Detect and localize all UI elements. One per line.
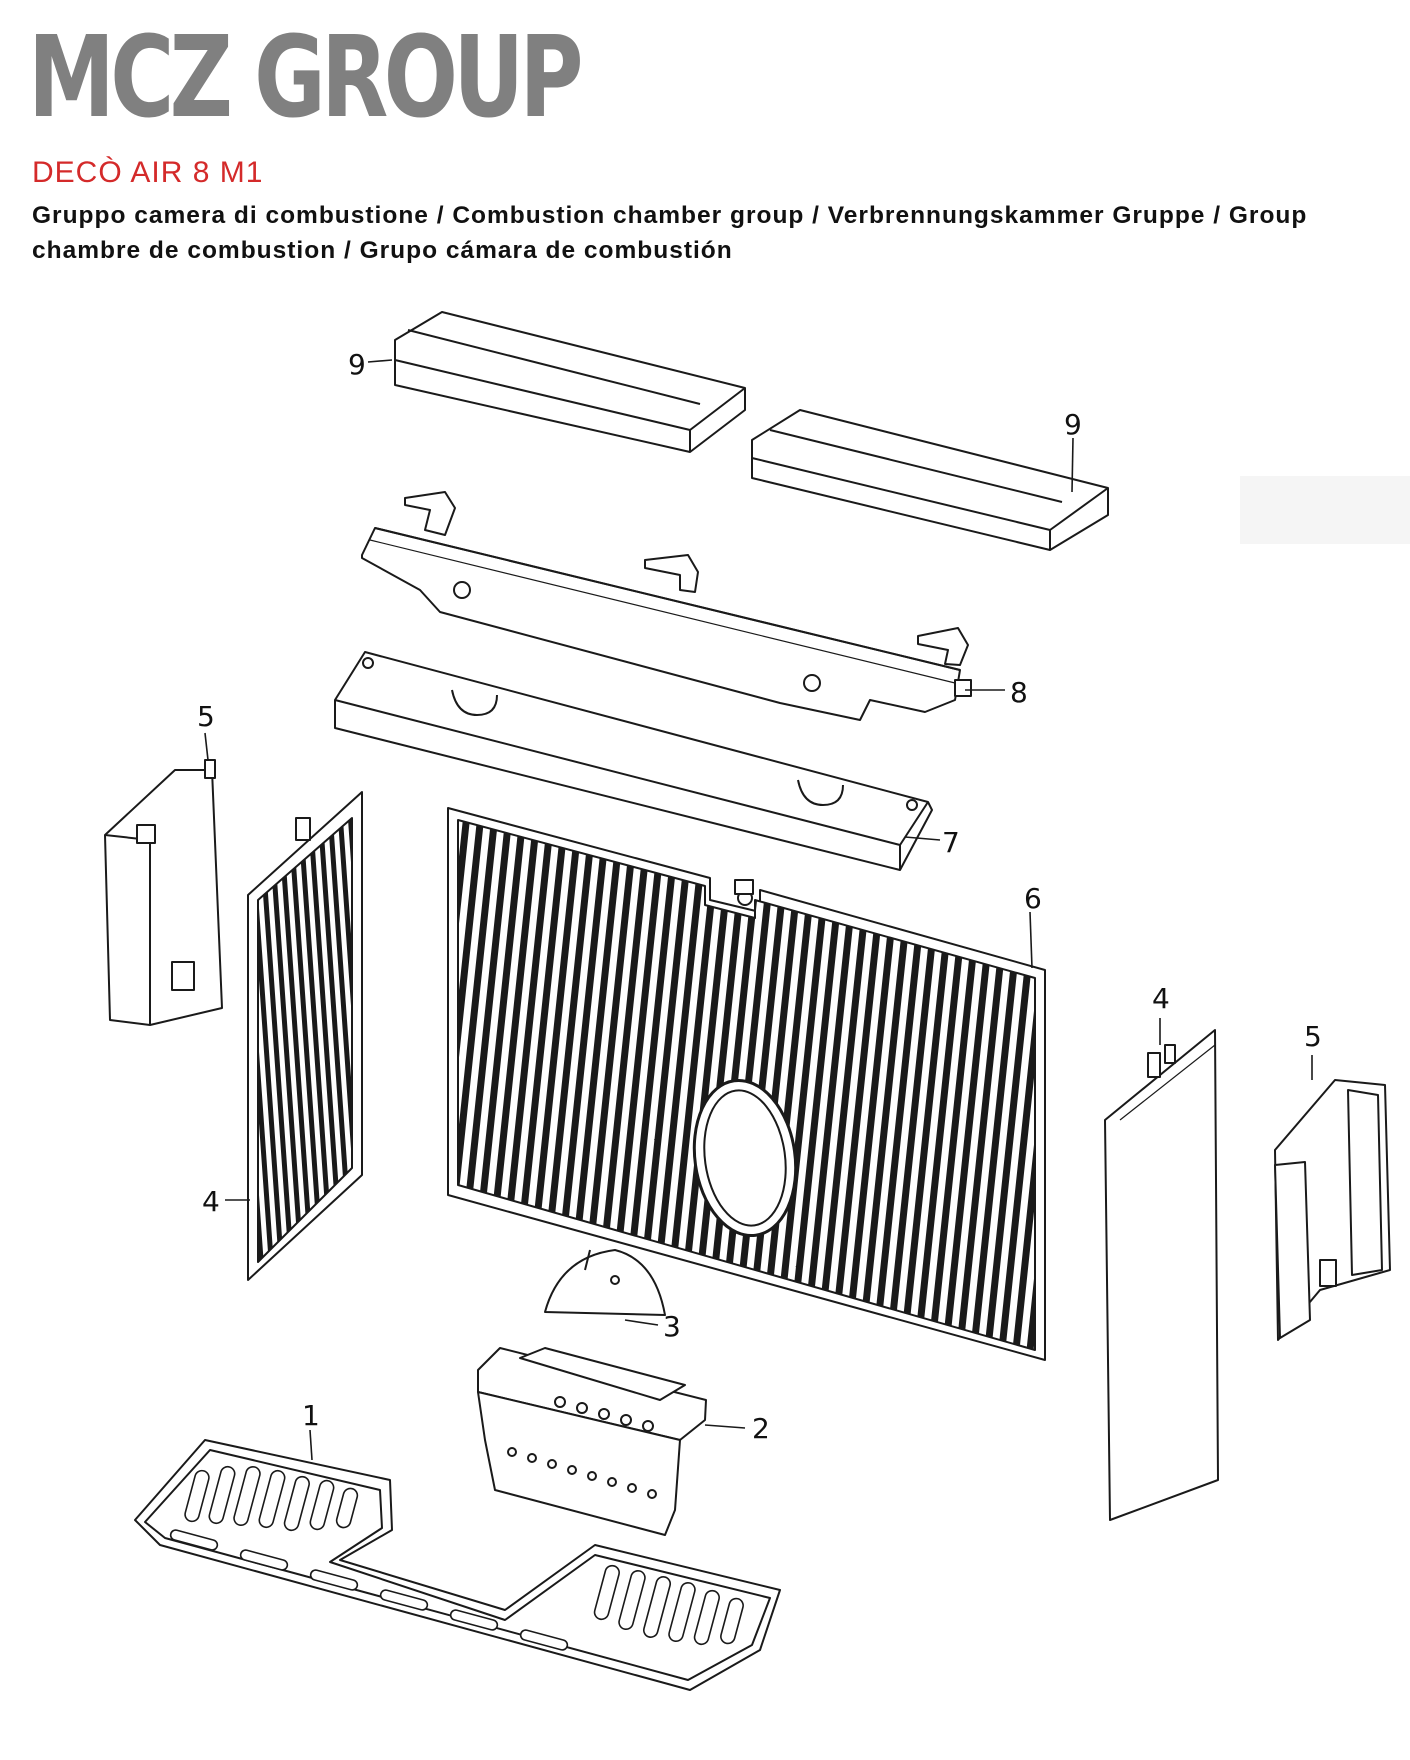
callout-numbers: 1 2 3 4 4 5 5 6 7 8 9 9 (197, 348, 1322, 1445)
deflector (545, 1250, 665, 1315)
callout-4-right: 4 (1152, 982, 1170, 1015)
callout-lines (204, 359, 1313, 1461)
pot-holes (507, 1396, 657, 1499)
back-panel (448, 808, 1045, 1360)
side-panel-left (248, 792, 362, 1280)
faint-watermark-box (1240, 476, 1410, 544)
callout-1: 1 (302, 1399, 320, 1432)
support-bar (362, 492, 971, 720)
mcz-group-logo: MCZ GROUP (28, 13, 584, 143)
callout-3: 3 (663, 1310, 681, 1343)
callout-5-right: 5 (1304, 1020, 1322, 1053)
diagram-subtitle: Gruppo camera di combustione / Combustio… (32, 202, 1308, 264)
callout-9-right: 9 (1064, 408, 1082, 441)
callout-2: 2 (752, 1412, 770, 1445)
callout-9-left: 9 (348, 348, 366, 381)
top-brick-left (395, 312, 745, 452)
side-bracket-right (1275, 1080, 1390, 1340)
callout-8: 8 (1010, 676, 1028, 709)
burning-pot (478, 1348, 706, 1535)
baffle-plate (335, 652, 932, 870)
side-bracket-left (105, 760, 222, 1025)
callout-4-left: 4 (202, 1185, 220, 1218)
grate-slots (170, 1465, 745, 1651)
side-panel-right (1105, 1030, 1218, 1520)
model-title: DECÒ AIR 8 M1 (32, 156, 264, 189)
callout-6: 6 (1024, 882, 1042, 915)
grate (135, 1440, 780, 1690)
top-brick-right (752, 410, 1108, 550)
callout-5-left: 5 (197, 700, 215, 733)
callout-7: 7 (942, 826, 960, 859)
